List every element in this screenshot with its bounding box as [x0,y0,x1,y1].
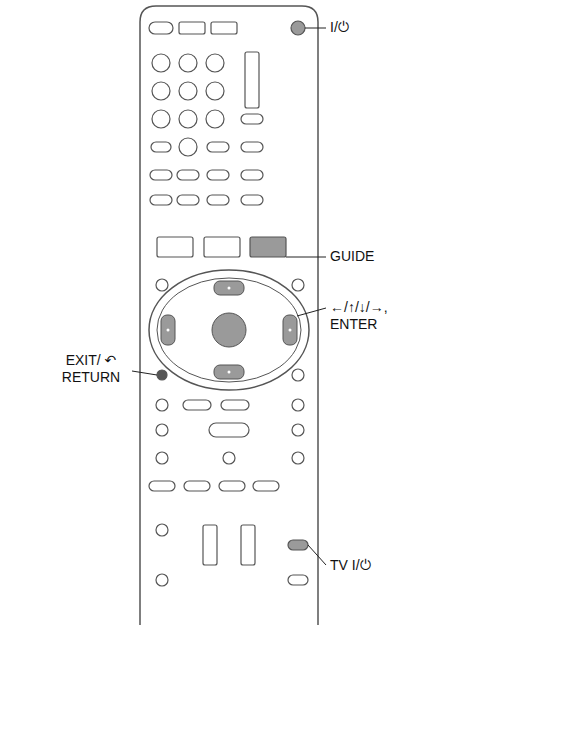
remote-button [207,195,229,205]
remote-button [149,22,173,34]
remote-button [245,52,259,108]
remote-button [204,237,240,257]
callout-label: GUIDE [330,248,374,265]
remote-button [179,82,197,100]
remote-button [291,21,305,35]
remote-button [177,195,199,205]
remote-button [156,424,168,436]
remote-button [241,114,263,124]
remote-button [177,170,199,180]
remote-button [223,452,235,464]
remote-button [152,82,170,100]
remote-button [152,110,170,128]
remote-button [156,574,168,586]
remote-button [150,195,172,205]
remote-button [253,481,279,491]
remote-buttons [149,21,308,586]
remote-button [250,237,286,257]
remote-button [209,423,249,437]
remote-button [184,481,210,491]
remote-button [151,142,171,152]
remote-button [150,170,172,180]
remote-button [207,170,229,180]
remote-button [156,399,168,411]
remote-button [241,142,263,152]
remote-button [206,82,224,100]
remote-button [179,138,197,156]
leader-line [297,308,326,316]
leader-line [305,28,326,29]
remote-button [219,481,245,491]
remote-button [288,575,308,585]
remote-button [156,279,168,291]
remote-button [207,142,229,152]
remote-button [156,524,168,536]
remote-button [152,54,170,72]
callout-label: EXIT/ ↶ RETURN [52,352,130,386]
remote-button [211,22,237,34]
remote-button [156,452,168,464]
leader-line [132,371,157,375]
remote-button [206,54,224,72]
leader-line [308,545,326,565]
callout-label: I/⏻ [330,19,349,36]
remote-button [206,110,224,128]
remote-button [179,110,197,128]
remote-button [292,279,304,291]
remote-button [179,22,205,34]
callout-label: ←/↑/↓/→, ENTER [330,299,420,333]
remote-button [241,525,255,565]
remote-body [140,6,318,625]
remote-button [292,424,304,436]
leader-line [286,257,326,258]
remote-button [183,400,211,410]
remote-button [179,54,197,72]
remote-button [157,237,193,257]
remote-button [288,540,308,550]
remote-button [292,452,304,464]
remote-button [241,170,263,180]
remote-button [292,399,304,411]
remote-button [221,400,249,410]
remote-button [157,370,167,380]
direction-pad [149,270,309,390]
remote-button [292,369,304,381]
remote-button [149,481,175,491]
remote-button [241,195,263,205]
remote-button [203,525,217,565]
callout-label: TV I/⏻ [330,557,371,574]
